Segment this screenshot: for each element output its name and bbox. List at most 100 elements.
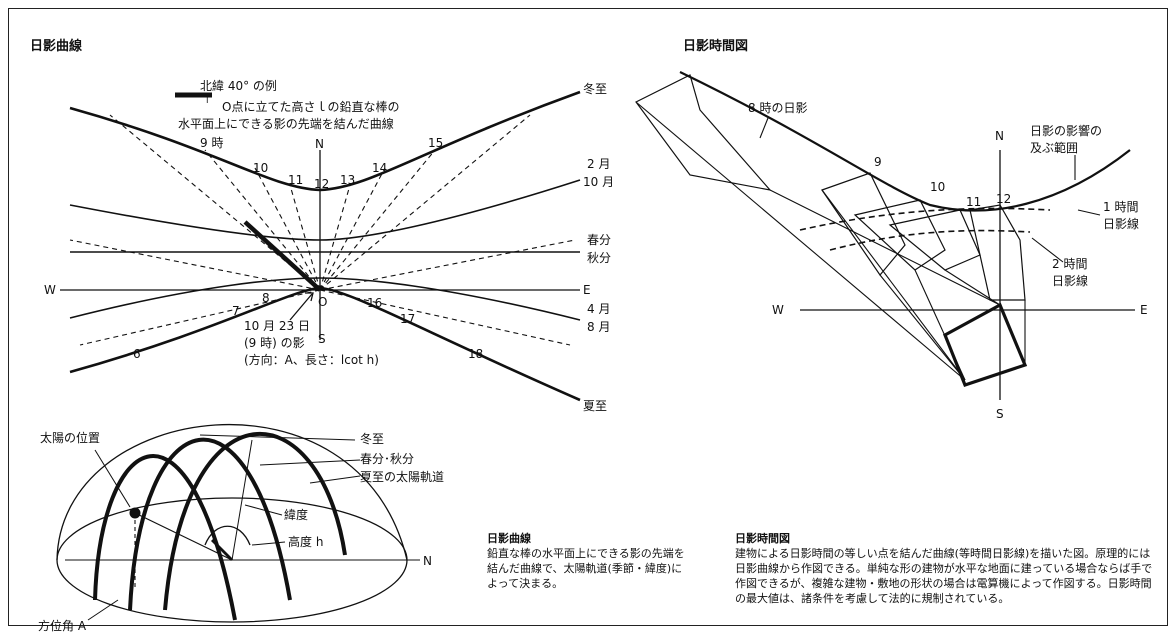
compass-n-left: N [315, 137, 324, 151]
shadow-arrowhead [305, 292, 314, 302]
eight-leader [759, 117, 769, 139]
feb-oct-curve [69, 179, 581, 241]
left-heading: 日影曲線 [30, 39, 83, 54]
range-label-2: 及ぶ範囲 [1030, 140, 1078, 155]
winter-solstice-curve [69, 90, 581, 192]
building [942, 302, 1028, 387]
winter-sun-path [93, 454, 237, 621]
twelve-oclock-shadow [969, 204, 1026, 301]
hour-line-9 [204, 149, 321, 291]
hour-13: 13 [340, 173, 355, 187]
summer-sun-path [163, 431, 347, 611]
hour-10: 10 [253, 161, 268, 175]
right-heading: 日影時間図 [683, 39, 749, 54]
influence-boundary [679, 71, 1131, 212]
ray-2 [769, 189, 1001, 306]
dome-n-label: N [423, 554, 432, 568]
two-hour-label-2: 日影線 [1052, 273, 1088, 288]
dome-winter-label: 冬至 [360, 431, 384, 446]
hour-9: 9 時 [200, 136, 223, 150]
ray-3 [821, 189, 966, 381]
label-feb: 2 月 [587, 157, 610, 171]
hour-line-7 [69, 239, 321, 291]
ray-6 [944, 269, 1001, 306]
dome-summer-label: 夏至の太陽軌道 [360, 469, 444, 484]
ten-oclock-shadow [853, 199, 946, 271]
azimuth-label: 方位角 A [38, 618, 87, 633]
one-hour-shadow-line [799, 207, 1051, 231]
altitude-arc [204, 525, 251, 546]
compass-e-right: E [1140, 303, 1148, 317]
label-oct: 10 月 [583, 175, 614, 189]
desc1-title: 日影曲線 [487, 532, 531, 545]
equinox-sun-path [128, 437, 292, 611]
hour-line-18 [319, 289, 571, 346]
sun-position-dot [129, 507, 141, 519]
compass-w-right: W [772, 303, 784, 317]
one-hour-leader [1077, 209, 1101, 216]
hour-line-13 [319, 184, 351, 291]
oct23-shadow [243, 220, 322, 292]
sun-position-label: 太陽の位置 [40, 430, 100, 445]
desc2-text: 建物による日影時間の等しい点を結んだ曲線(等時間日影線)を描いた図。原理的には日… [735, 547, 1153, 605]
summer-leader [309, 475, 361, 484]
label-apr: 4 月 [587, 302, 610, 316]
hour-line-16 [319, 114, 531, 291]
hour-17: 17 [400, 312, 415, 326]
dome-equinox-label: 春分･秋分 [360, 452, 414, 466]
origin-o: O [318, 295, 327, 309]
altitude-leader [251, 541, 286, 546]
winter-leader [199, 434, 356, 441]
latitude-leader [244, 504, 283, 516]
two-hour-label-1: 2 時間 [1052, 257, 1087, 271]
hour-line-17 [319, 239, 576, 291]
compass-s-right: S [996, 407, 1004, 421]
altitude-label: 高度 h [288, 534, 323, 549]
label-winter-solstice: 冬至 [583, 81, 607, 96]
equinox-leader [259, 459, 361, 466]
desc2-title: 日影時間図 [735, 532, 790, 545]
two-hour-shadow-line [829, 229, 1031, 251]
shadow-time-diagram [635, 71, 1135, 400]
sun-label-leader [94, 449, 131, 508]
shadow-note-1: 10 月 23 日 [244, 319, 310, 333]
hour-14: 14 [372, 161, 387, 175]
hour-7: 7 [232, 304, 240, 318]
shadow-curve-diagram [60, 90, 581, 402]
hour-6: 6 [133, 347, 141, 361]
eight-oclock-shadow [635, 74, 772, 191]
ray-4 [879, 274, 966, 381]
compass-w-left: W [44, 283, 56, 297]
label-aug: 8 月 [587, 320, 610, 334]
latitude-label: 緯度 [284, 507, 308, 522]
eleven-oclock-shadow [888, 209, 981, 271]
shadow-note-2: (9 時) の影 [244, 336, 305, 350]
dome-outline [56, 424, 408, 561]
two-hour-leader [1031, 237, 1064, 263]
hour-8: 8 [262, 291, 270, 305]
figure-frame [8, 8, 1168, 626]
shadow-arrow [289, 293, 313, 321]
nine-oclock-shadow [821, 172, 906, 276]
right-hour-12: 12 [996, 192, 1011, 206]
azimuth-leader [87, 599, 119, 621]
right-hour-10: 10 [930, 180, 945, 194]
label-autumn: 秋分 [587, 251, 611, 265]
right-hour-9: 9 [874, 155, 882, 169]
lat-note: 北緯 40° の例 [200, 78, 277, 93]
one-hour-label-1: 1 時間 [1103, 200, 1138, 214]
hour-lines [69, 114, 576, 346]
compass-e-left: E [583, 283, 591, 297]
hour-12: 12 [314, 177, 329, 191]
range-label-1: 日影の影響の [1030, 123, 1102, 138]
compass-s-left: S [318, 332, 326, 346]
note-line-1: O点に立てた高さｌの鉛直な棒の [222, 99, 399, 114]
hour-line-15 [319, 149, 436, 291]
hour-line-11 [289, 184, 321, 291]
desc1-text: 鉛直な棒の水平面上にできる影の先端を結んだ曲線で、太陽軌道(季節・緯度)によって… [487, 547, 685, 590]
compass-n-right: N [995, 129, 1004, 143]
sun-ray-line [134, 512, 233, 561]
shadow-note-3: (方向：A、長さ：lcot h) [244, 352, 379, 367]
hour-15: 15 [428, 136, 443, 150]
